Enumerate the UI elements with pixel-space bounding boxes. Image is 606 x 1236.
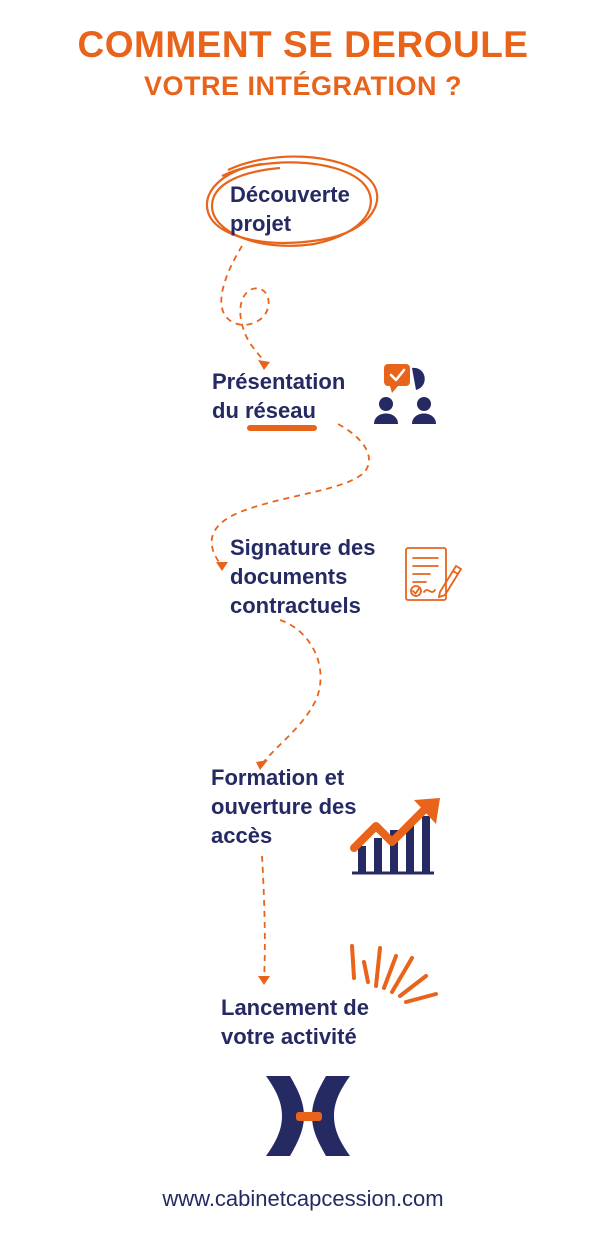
connector-1-2	[220, 245, 270, 363]
arrowhead-3	[256, 760, 268, 770]
connector-2-3	[210, 423, 370, 567]
step-connectors	[210, 245, 370, 981]
connector-4-5	[261, 855, 266, 981]
circle-scribble-icon	[205, 155, 379, 247]
connector-3-4	[261, 619, 322, 765]
step-5-label: Lancement de votre activité	[221, 995, 369, 1049]
website-link[interactable]: www.cabinetcapcession.com	[162, 1186, 444, 1211]
connector-arrowheads	[216, 360, 270, 985]
arrowhead-1	[258, 360, 270, 370]
page-title-line2: VOTRE INTÉGRATION ?	[144, 71, 462, 101]
page-title-line1: COMMENT SE DEROULE	[77, 24, 529, 65]
growth-chart-icon	[350, 798, 440, 875]
reseau-underline	[247, 425, 317, 431]
arrowhead-2	[216, 562, 228, 571]
arrowhead-4	[258, 976, 270, 985]
step-4-label: Formation et ouverture des accès	[211, 765, 357, 848]
sparkle-burst-icon	[350, 944, 438, 1004]
step-3-label: Signature des documents contractuels	[230, 535, 376, 618]
cap-cession-logo	[266, 1076, 350, 1156]
people-chat-icon	[374, 364, 436, 424]
contract-signature-icon	[405, 547, 463, 601]
step-2-label: Présentation du réseau	[212, 369, 346, 423]
step-1-label: Découverte projet	[230, 182, 350, 236]
